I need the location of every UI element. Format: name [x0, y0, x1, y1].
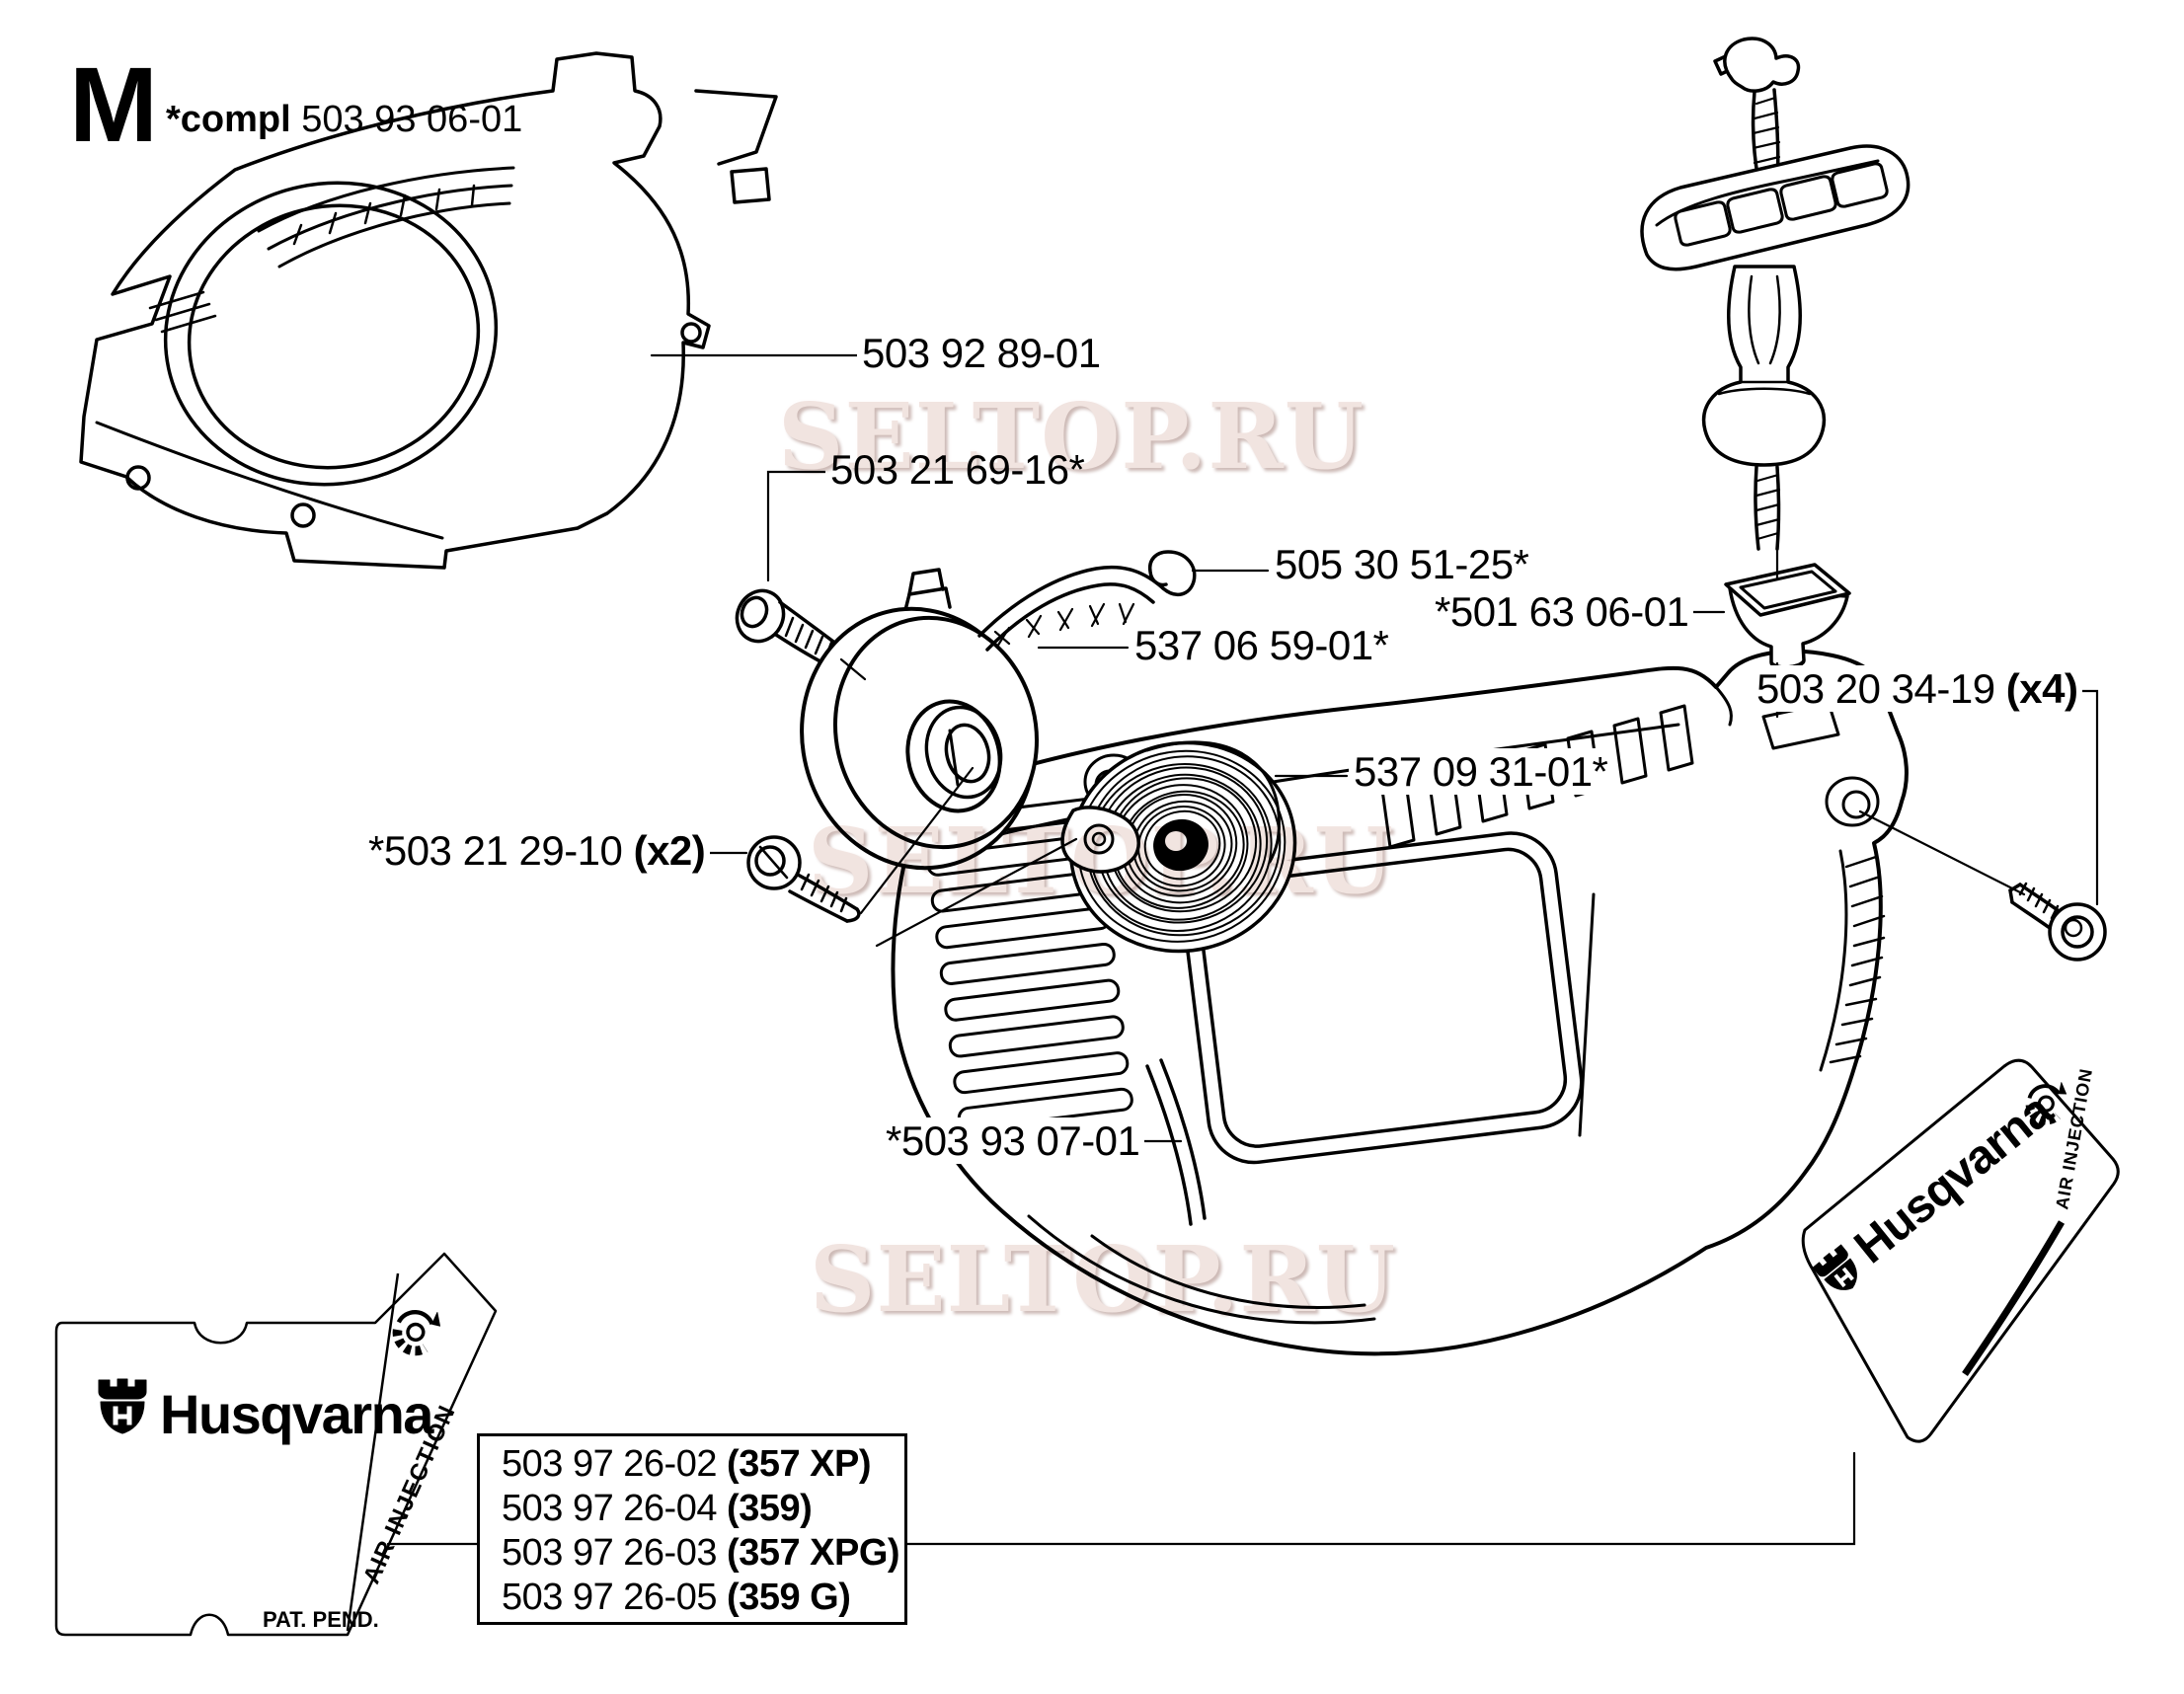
rope-guide-drawing: [1724, 563, 1851, 669]
part-label-503-21-29-10: *503 21 29-10 (x2): [363, 827, 711, 875]
compl-number: 503 93 06-01: [301, 99, 523, 140]
intake-hatching: [292, 184, 476, 246]
variant-row: 503 97 26-05 (359 G): [502, 1577, 851, 1618]
compl-prefix: *compl: [166, 99, 291, 140]
part-label-505-30-51-25: 505 30 51-25*: [1270, 541, 1534, 588]
brand-wordmark: Husqvarna: [160, 1383, 434, 1445]
cover-edge-hatching: [1829, 855, 1886, 1064]
handle-grip-slots: [1674, 162, 1889, 247]
starter-rope-drawing: [977, 550, 1197, 652]
part-label-503-92-89-01: 503 92 89-01: [857, 330, 1106, 377]
screw-503-21-29-10-drawing: [746, 835, 861, 923]
part-label-537-09-31-01: 537 09 31-01*: [1349, 748, 1613, 796]
variant-row: 503 97 26-04 (359): [502, 1488, 813, 1529]
part-label-537-06-59-01: 537 06 59-01*: [1130, 622, 1394, 669]
rope-weave-hatching: [993, 602, 1135, 649]
cover-recess: [1181, 831, 1584, 1165]
part-label-503-20-34-19: 503 20 34-19 (x4): [1752, 665, 2083, 713]
section-letter: M: [69, 44, 158, 164]
screw-503-21-69-16-drawing: [735, 588, 850, 671]
pat-pend-label: PAT. PEND.: [263, 1607, 379, 1632]
variant-part-numbers-box: 503 97 26-02 (357 XP) 503 97 26-04 (359)…: [477, 1433, 907, 1625]
part-label-503-93-07-01: *503 93 07-01: [881, 1117, 1145, 1165]
pulley-drawing: [800, 568, 1040, 871]
screw-503-20-34-19-drawing: [2008, 882, 2107, 962]
cover-decal-drawing: Husqvarna AIR INJECTION: [1801, 1058, 2120, 1443]
part-label-501-63-06-01: *501 63 06-01: [1430, 588, 1694, 636]
fan-housing-drawing: [79, 51, 778, 570]
variant-row: 503 97 26-02 (357 XP): [502, 1443, 872, 1485]
variant-row: 503 97 26-03 (357 XPG): [502, 1532, 900, 1574]
assembly-compl-label: *compl 503 93 06-01: [166, 99, 522, 141]
part-label-503-21-69-16: 503 21 69-16*: [825, 446, 1090, 494]
starter-handle-drawing: [1640, 37, 1911, 551]
husqvarna-decal-drawing: Husqvarna AIR INJECTION PAT. PEND.: [54, 1252, 498, 1637]
recoil-spring-drawing: [1060, 740, 1297, 954]
